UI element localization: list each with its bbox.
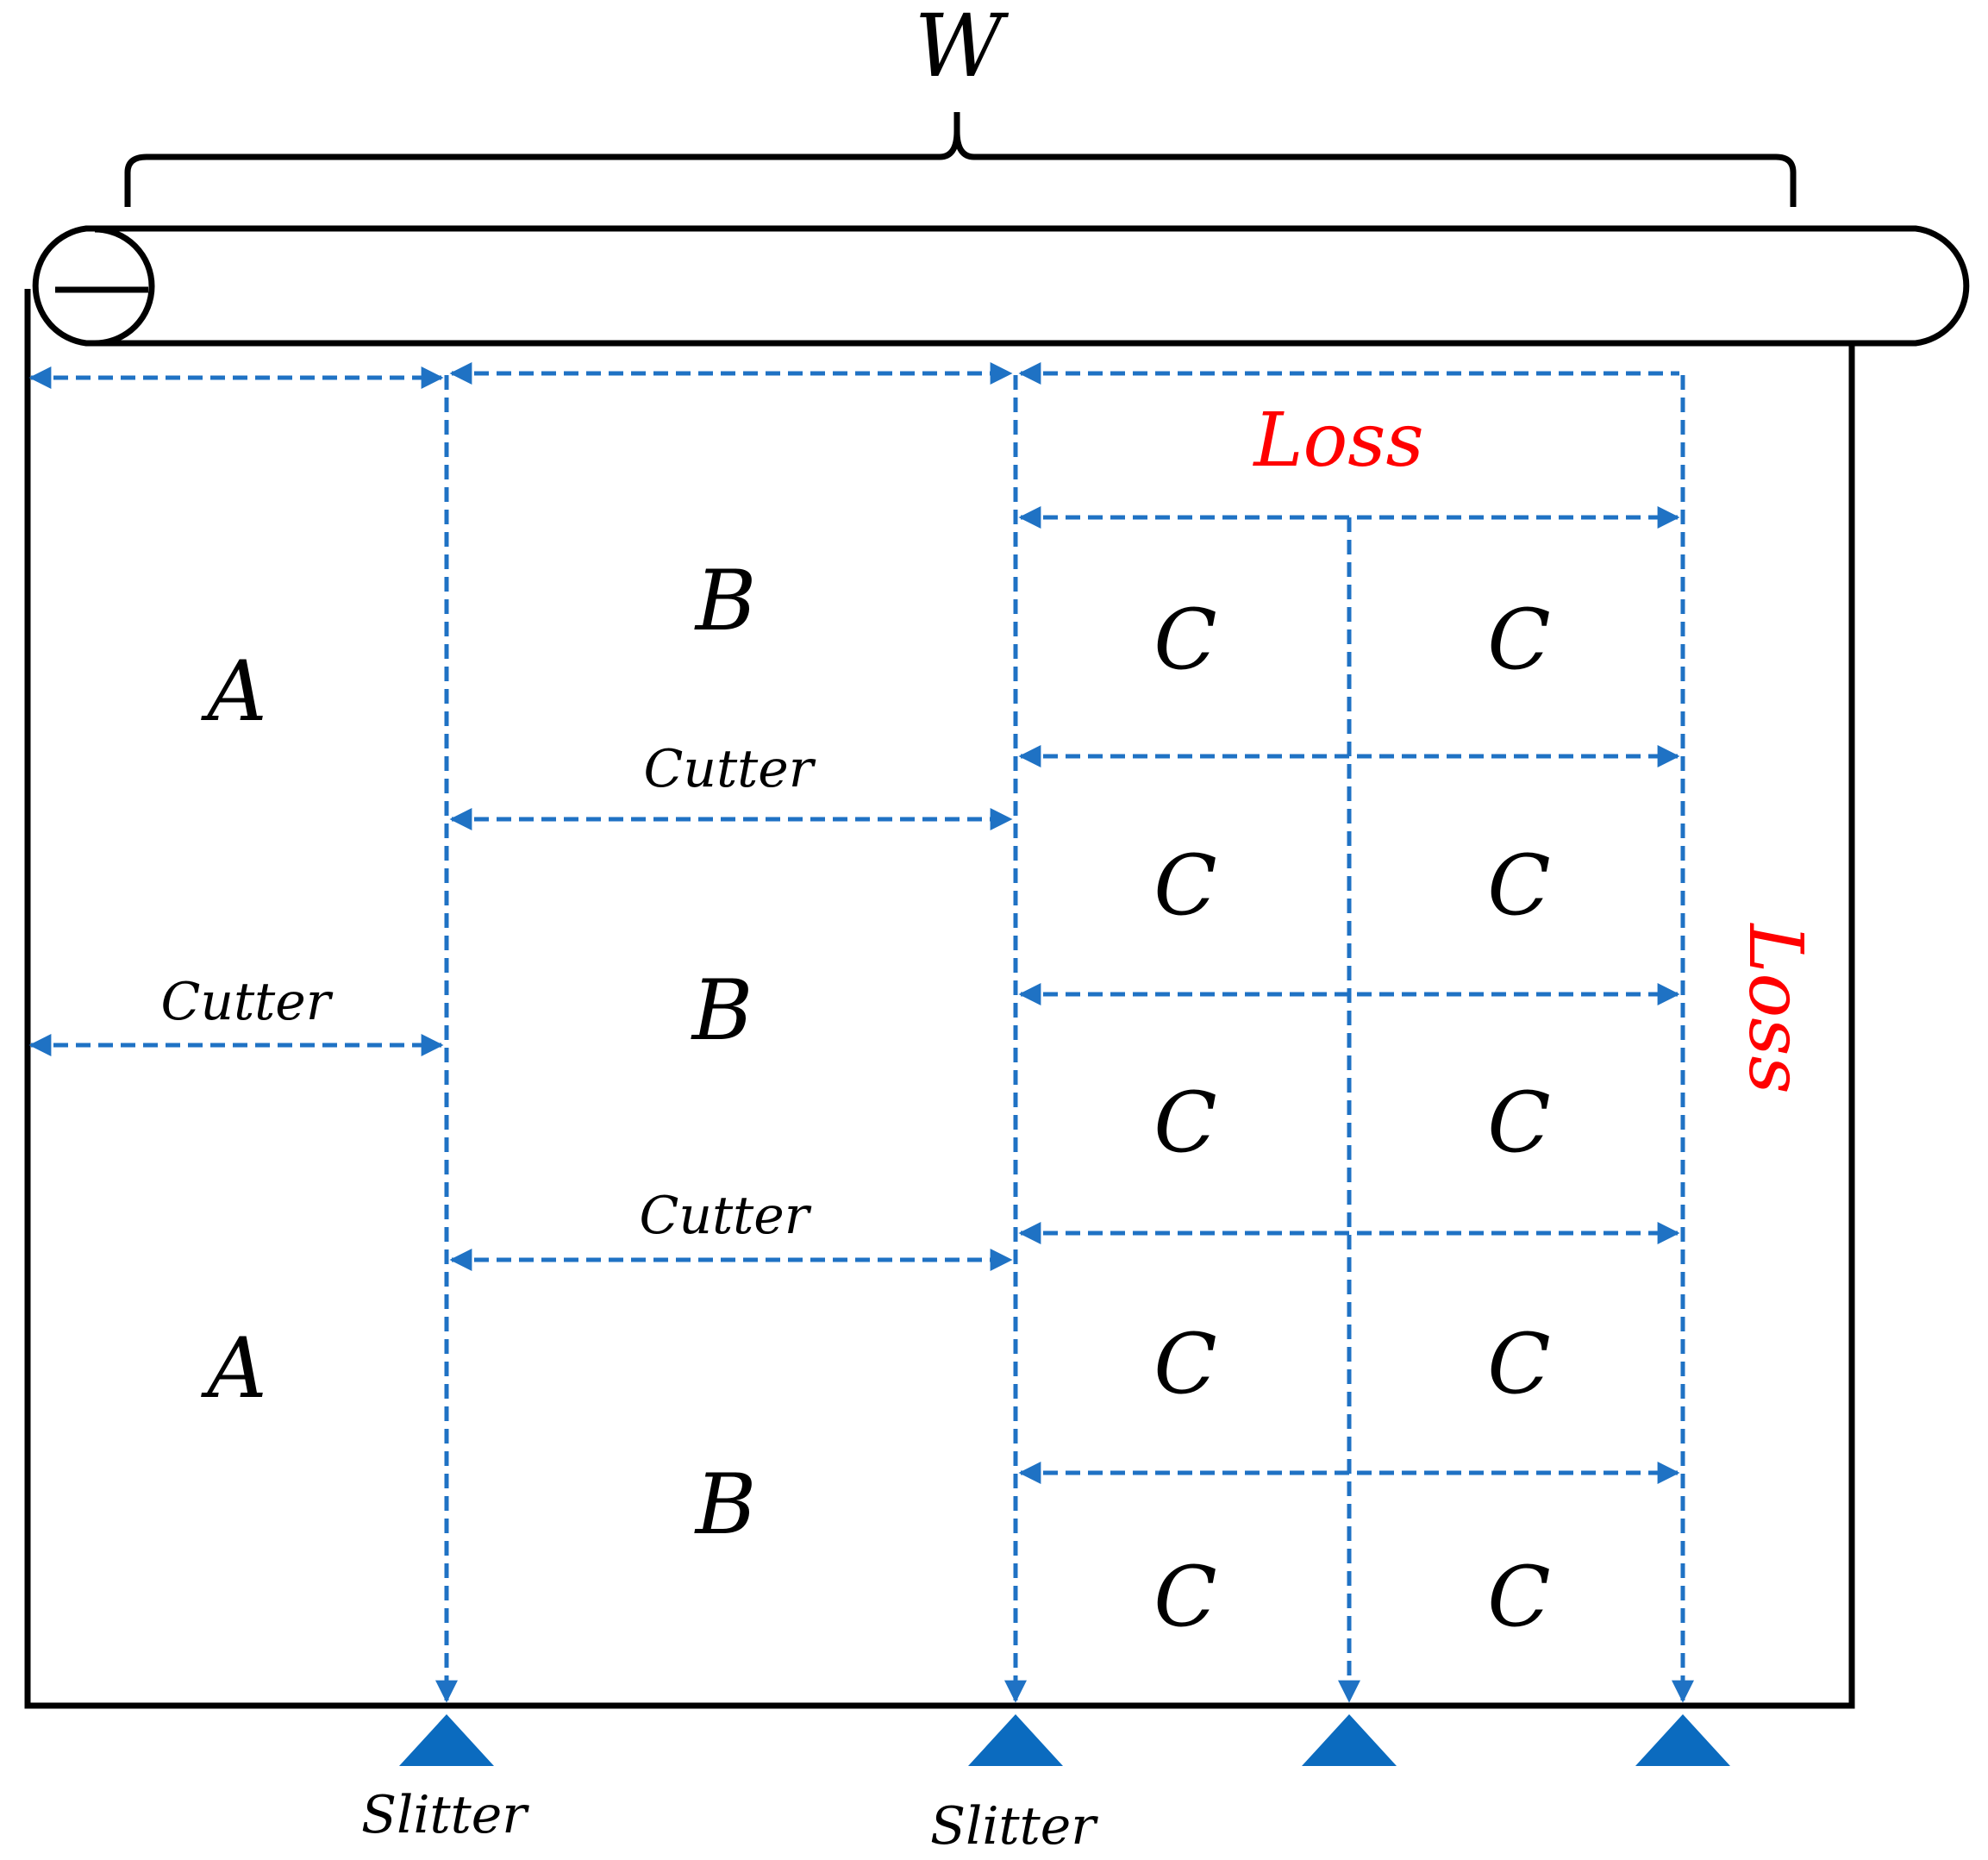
slitter-triangle-icon: [399, 1714, 494, 1766]
width-brace: [124, 112, 1797, 207]
width-label: W: [915, 0, 1010, 97]
slitter-triangle-icon: [968, 1714, 1063, 1766]
piece-c-r4-left: C: [1153, 1316, 1216, 1412]
piece-c-r2-right: C: [1487, 837, 1550, 934]
sheet-outline: [24, 289, 1855, 1709]
slitters: [399, 1714, 1730, 1766]
cutter-label-b1: Cutter: [644, 739, 816, 799]
slitter-label-1: Slitter: [361, 1785, 529, 1845]
piece-a-2: A: [200, 1320, 266, 1417]
slitter-label-2: Slitter: [930, 1796, 1098, 1857]
slitter-triangle-icon: [1635, 1714, 1730, 1766]
piece-b-3: B: [694, 1456, 757, 1553]
slitter-triangle-icon: [1302, 1714, 1397, 1766]
piece-c-r3-right: C: [1487, 1074, 1550, 1171]
paper-roll: [32, 225, 1970, 347]
piece-a-1: A: [200, 643, 266, 740]
roll-curl: [55, 226, 155, 347]
piece-b-1: B: [694, 553, 757, 649]
cutter-label-b2: Cutter: [640, 1186, 812, 1246]
piece-c-r5-left: C: [1153, 1549, 1216, 1645]
dashed-guides: [28, 362, 1694, 1703]
piece-c-r1-left: C: [1153, 592, 1216, 688]
piece-c-r2-left: C: [1153, 837, 1216, 934]
piece-c-r3-left: C: [1153, 1074, 1216, 1171]
loss-label-top: Loss: [1252, 398, 1423, 484]
piece-c-r4-right: C: [1487, 1316, 1550, 1412]
piece-c-r1-right: C: [1487, 592, 1550, 688]
piece-b-2: B: [691, 962, 753, 1059]
piece-c-r5-right: C: [1487, 1549, 1550, 1645]
cutter-label-a: Cutter: [161, 972, 334, 1032]
loss-label-side: Loss: [1732, 922, 1818, 1093]
